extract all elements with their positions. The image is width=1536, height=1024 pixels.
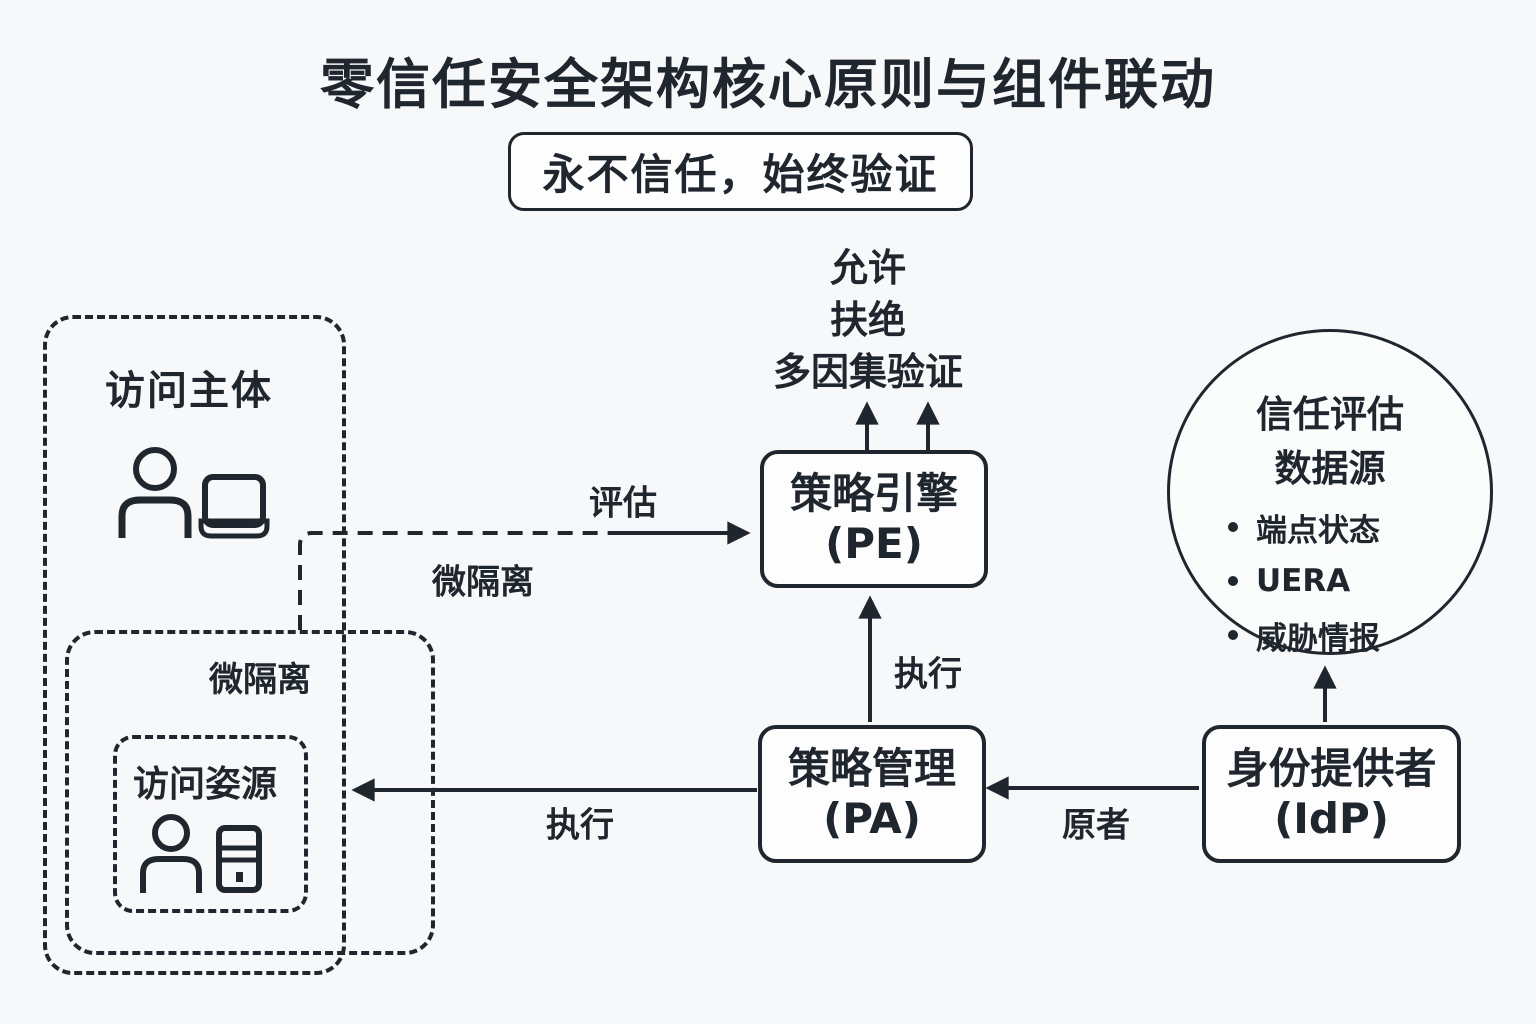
- identity-provider-title: 身份提供者: [1226, 744, 1437, 793]
- pe-decision-list: 允许 扶绝 多因集验证: [773, 242, 963, 398]
- bullet-dot: [1228, 630, 1238, 640]
- access-subject-zone: [43, 315, 346, 975]
- trust-eval-title-line2: 数据源: [1274, 447, 1386, 490]
- edge-label-enforce-up: 执行: [894, 654, 962, 695]
- policy-admin-title: 策略管理: [787, 744, 956, 793]
- identity-provider-abbr: (IdP): [1274, 794, 1389, 843]
- trust-eval-item-label: 威胁情报: [1256, 620, 1380, 657]
- trust-eval-item-label: 端点状态: [1256, 512, 1380, 549]
- principle-banner: 永不信任，始终验证: [508, 132, 973, 211]
- micro-segmentation-label: 微隔离: [209, 660, 311, 700]
- policy-admin-abbr: (PA): [823, 794, 921, 843]
- edge-label-evaluate: 评估: [589, 483, 657, 524]
- policy-engine-node: 策略引擎 (PE): [760, 450, 988, 588]
- policy-engine-title: 策略引擎: [789, 469, 958, 518]
- decision-mfa: 多因集验证: [772, 350, 964, 394]
- edge-label-micro-seg: 微隔离: [432, 562, 534, 603]
- decision-deny: 扶绝: [829, 298, 907, 342]
- trust-eval-item: 威胁情报: [1228, 608, 1380, 662]
- trust-eval-item: UERA: [1228, 554, 1380, 608]
- trust-eval-item-list: 端点状态 UERA 威胁情报: [1228, 500, 1380, 662]
- access-resource-label: 访问姿源: [132, 764, 278, 805]
- trust-eval-source-title: 信任评估 数据源: [1256, 388, 1404, 496]
- access-subject-label: 访问主体: [105, 368, 273, 414]
- edge-label-enforce-left: 执行: [546, 805, 614, 846]
- user-icon: [118, 447, 192, 538]
- bullet-dot: [1228, 522, 1238, 532]
- bullet-dot: [1228, 576, 1238, 586]
- principle-banner-text: 永不信任，始终验证: [542, 150, 939, 199]
- policy-engine-abbr: (PE): [825, 519, 923, 568]
- user-icon: [140, 814, 202, 893]
- server-icon: [216, 825, 262, 893]
- access-resource-zone: [113, 735, 308, 913]
- trust-eval-item: 端点状态: [1228, 500, 1380, 554]
- trust-eval-item-label: UERA: [1256, 563, 1351, 599]
- laptop-icon: [198, 474, 270, 539]
- identity-provider-node: 身份提供者 (IdP): [1202, 725, 1461, 863]
- trust-eval-source-circle: [1167, 329, 1493, 655]
- decision-allow: 允许: [829, 246, 907, 290]
- page-title: 零信任安全架构核心原则与组件联动: [320, 53, 1216, 116]
- edge-label-identity-to-pa: 原者: [1062, 805, 1130, 846]
- trust-eval-title-line1: 信任评估: [1256, 393, 1404, 436]
- micro-segmentation-zone: [65, 630, 435, 955]
- policy-admin-node: 策略管理 (PA): [758, 725, 986, 863]
